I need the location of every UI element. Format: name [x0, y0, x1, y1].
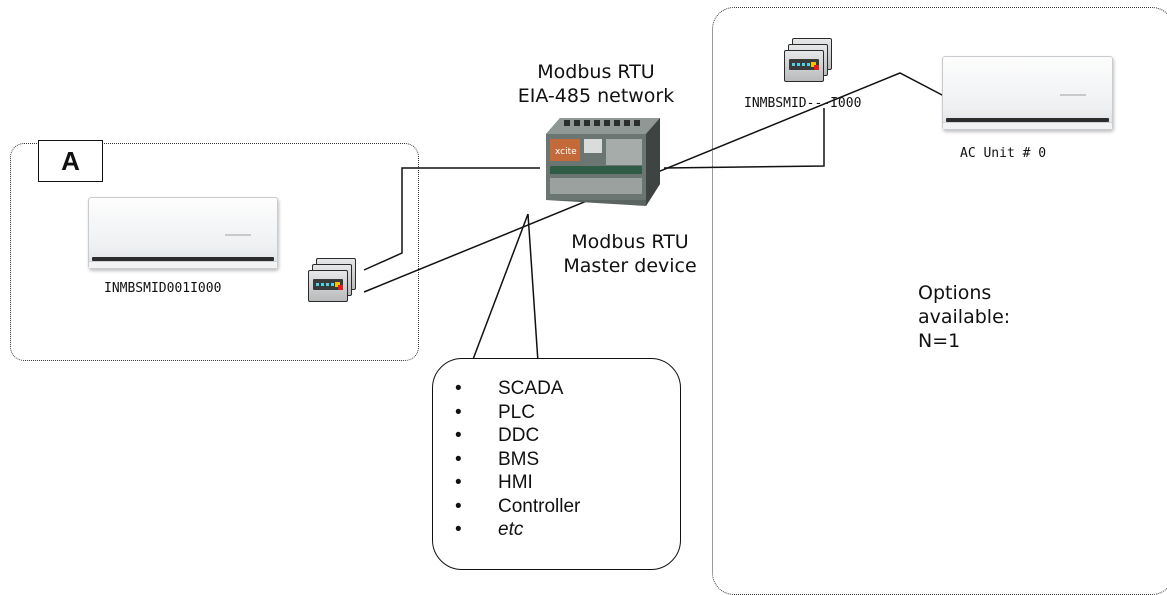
led-dot	[331, 283, 334, 286]
led-dot	[321, 283, 324, 286]
list-item: •HMI	[455, 472, 533, 493]
master-label-line2: Master device	[563, 255, 697, 277]
list-item: •SCADA	[455, 378, 564, 399]
bullet-icon: •	[455, 519, 462, 540]
list-item: •PLC	[455, 401, 535, 423]
interface-led-panel	[789, 59, 819, 70]
list-item: •BMS	[455, 448, 540, 470]
led-red	[338, 285, 343, 290]
right-interface-label: INMBSMID---I000	[744, 96, 862, 111]
modbus-interface-icon	[308, 258, 360, 304]
modbus-interface-icon	[784, 38, 836, 84]
list-item: •Controller	[455, 495, 581, 517]
led-dot	[316, 283, 319, 286]
interface-led-panel	[313, 279, 343, 290]
ac-unit-vent	[946, 118, 1109, 122]
interface-case-front	[784, 50, 824, 82]
plc-brand-text: xcite	[555, 147, 577, 157]
wire-left-interface-to-master	[363, 167, 540, 271]
right-ac-label: AC Unit # 0	[960, 146, 1047, 161]
options-line3: N=1	[918, 330, 961, 352]
led-yellow	[335, 282, 340, 287]
led-yellow	[811, 62, 816, 67]
list-item: •DDC	[455, 425, 540, 446]
wire-network-bus	[363, 72, 945, 293]
led-dot	[326, 283, 329, 286]
master-label-line1: Modbus RTU	[571, 231, 689, 253]
bullet-icon: •	[455, 425, 462, 446]
callout-line-left	[471, 213, 529, 363]
bullet-icon: •	[455, 472, 462, 493]
led-dot	[797, 63, 800, 66]
zone-a-label: A	[38, 140, 103, 182]
network-label-line2: EIA-485 network	[517, 85, 675, 107]
connection-lines	[363, 72, 945, 363]
interface-case-front	[308, 270, 348, 302]
ac-unit-logo-mark	[225, 234, 251, 237]
bullet-icon: •	[455, 401, 462, 423]
ac-unit-grill	[943, 122, 1112, 129]
led-dot	[792, 63, 795, 66]
options-line2: available:	[918, 306, 1011, 328]
bullet-icon: •	[455, 448, 462, 470]
bullet-icon: •	[455, 495, 462, 517]
ac-unit-grill	[89, 261, 277, 268]
list-item: •etc	[455, 519, 524, 540]
systems-list: •SCADA •PLC •DDC •BMS •HMI •Controller •…	[455, 377, 580, 542]
systems-callout-bubble: •SCADA •PLC •DDC •BMS •HMI •Controller •…	[432, 358, 681, 570]
options-line1: Options	[918, 282, 992, 304]
zone-a-enclosure	[10, 143, 419, 361]
callout-line-right	[527, 213, 539, 363]
ac-indoor-unit-icon	[88, 197, 278, 269]
ac-unit-logo-mark	[1060, 94, 1086, 97]
left-interface-label: INMBSMID001I000	[104, 281, 222, 296]
led-dot	[807, 63, 810, 66]
plc-master-device-icon: xcite	[546, 118, 660, 206]
network-label-line1: Modbus RTU	[537, 61, 655, 83]
ac-indoor-unit-icon	[942, 56, 1113, 130]
network-label: Modbus RTU EIA-485 network	[498, 60, 694, 108]
bullet-icon: •	[455, 378, 462, 399]
wire-right-interface-to-master	[663, 108, 825, 169]
options-text: Options available: N=1	[918, 281, 1010, 353]
ac-unit-vent	[92, 257, 274, 261]
led-dot	[802, 63, 805, 66]
master-label: Modbus RTU Master device	[542, 230, 718, 278]
led-red	[814, 65, 819, 70]
